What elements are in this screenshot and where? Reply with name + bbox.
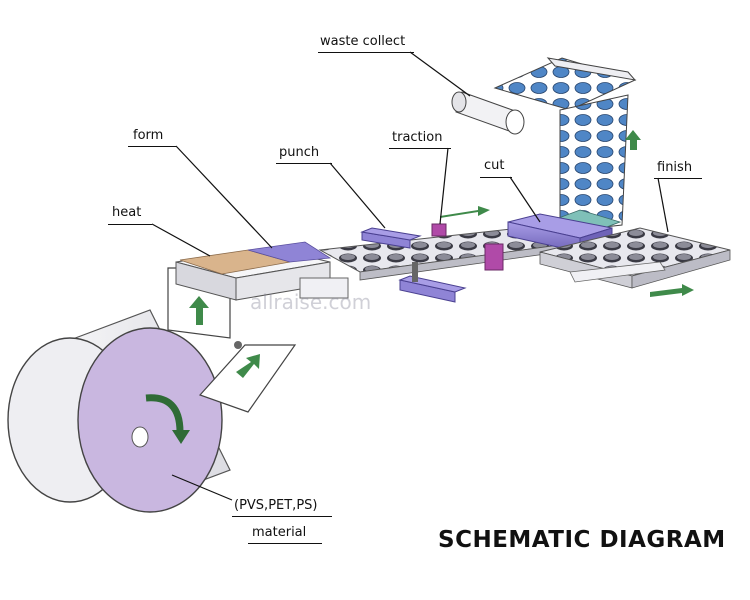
underline-traction xyxy=(389,148,451,150)
punch-tool xyxy=(360,227,467,303)
watermark: allraise.com xyxy=(250,290,372,314)
underline-material xyxy=(248,543,322,545)
underline-form xyxy=(128,146,176,148)
underline-punch xyxy=(276,163,332,165)
traction-units xyxy=(431,206,504,271)
label-heat: heat xyxy=(112,205,142,220)
roll-core xyxy=(131,426,149,448)
underline-heat xyxy=(108,224,152,226)
underline-waste-collect xyxy=(318,52,414,54)
leader-lines xyxy=(151,51,669,501)
underline-finish xyxy=(654,178,702,180)
leader-heat xyxy=(151,223,211,257)
material-roll xyxy=(7,309,231,513)
diagram-title: SCHEMATIC DIAGRAM xyxy=(438,527,726,553)
waste-web xyxy=(493,57,641,238)
leader-material xyxy=(171,474,233,501)
label-traction: traction xyxy=(392,130,443,145)
label-material-types: (PVS,PET,PS) xyxy=(234,498,318,513)
traction-arrow-icon xyxy=(440,206,490,218)
leader-traction xyxy=(439,147,449,225)
label-waste-collect: waste collect xyxy=(320,34,406,49)
roll-face xyxy=(77,327,223,513)
waste-up-arrow-icon xyxy=(625,130,641,150)
form-tool xyxy=(247,241,332,263)
underline-material-types xyxy=(232,516,332,518)
rotation-arrow-icon xyxy=(145,394,184,433)
label-form: form xyxy=(133,128,164,143)
leader-form xyxy=(175,145,273,249)
label-material: material xyxy=(252,525,307,540)
waste-roller xyxy=(451,91,525,135)
leader-waste-collect xyxy=(409,51,471,97)
finish-conveyor xyxy=(539,227,731,297)
feed-arrow-icon xyxy=(236,354,260,378)
label-cut: cut xyxy=(484,158,505,173)
leader-punch xyxy=(329,162,386,229)
up-arrow-icon xyxy=(189,296,209,325)
underline-cut xyxy=(480,177,512,179)
leader-finish xyxy=(657,177,669,233)
label-punch: punch xyxy=(279,145,320,160)
label-finish: finish xyxy=(657,160,693,175)
heat-form-station xyxy=(175,241,349,301)
leader-cut xyxy=(509,176,541,223)
output-arrow-icon xyxy=(650,284,694,297)
